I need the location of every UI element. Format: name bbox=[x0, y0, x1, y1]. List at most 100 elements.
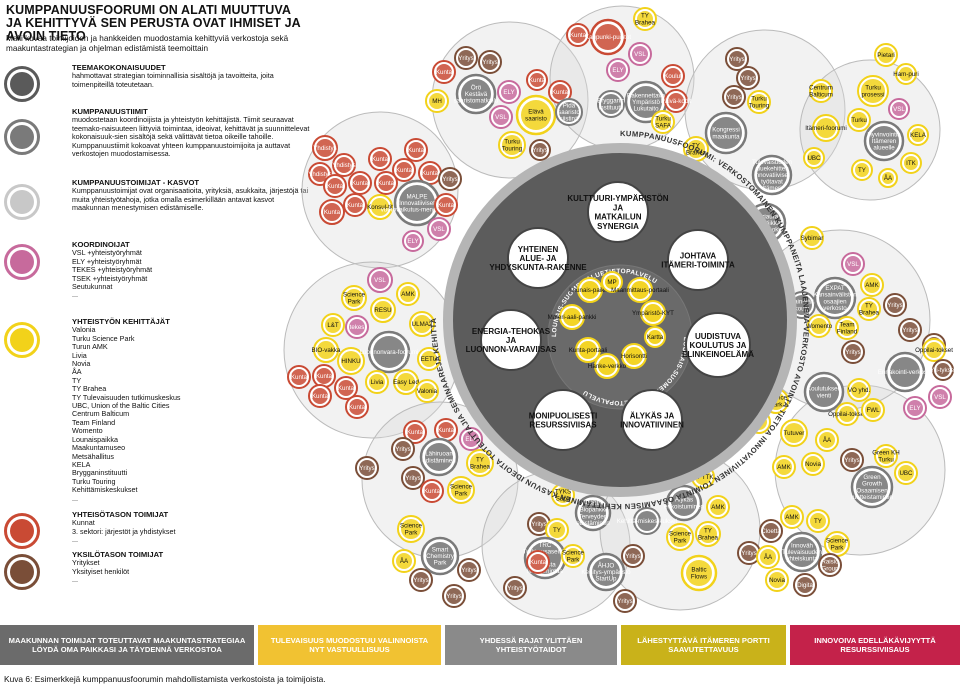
legend-line: Livia bbox=[72, 350, 87, 360]
bubble-fill bbox=[904, 156, 918, 170]
bubble-label: Yritys bbox=[845, 349, 860, 356]
bubble-fill bbox=[507, 580, 523, 596]
actor-bubble: Yritys bbox=[883, 293, 907, 317]
actor-bubble: Yritys bbox=[457, 558, 481, 582]
bubble-fill bbox=[601, 94, 621, 114]
actor-bubble: RESU bbox=[370, 297, 396, 323]
footer-box: LÄHESTYTTÄVÄ ITÄMEREN PORTTI SAAVUTETTAV… bbox=[621, 625, 786, 665]
bubble-fill bbox=[644, 304, 662, 322]
bubble-label: ITK bbox=[906, 160, 916, 167]
bubble-label: Yhdistys bbox=[308, 171, 331, 178]
actor-bubble: Ennakointi-verkosto bbox=[878, 351, 933, 393]
bubble-fill bbox=[740, 70, 756, 86]
actor-bubble: Kunta bbox=[368, 147, 392, 171]
legend-line: Novia bbox=[72, 359, 91, 369]
bubble-label: Kunta bbox=[407, 429, 424, 436]
bubble-fill bbox=[407, 424, 423, 440]
actor-bubble: Maanmittaus-portaali bbox=[611, 277, 669, 303]
actor-bubble: UBC bbox=[894, 461, 918, 485]
bubble-label: Oppilai-tokset bbox=[915, 347, 953, 354]
bubble-fill bbox=[882, 172, 894, 184]
bubble-label: Easy Led bbox=[393, 379, 419, 386]
actor-bubble: ÅA bbox=[392, 549, 416, 573]
bubble-fill bbox=[822, 557, 838, 573]
actor-bubble: Cloetta bbox=[759, 519, 783, 543]
actor-bubble: Kunta bbox=[334, 376, 358, 400]
actor-bubble: Yritys bbox=[621, 544, 645, 568]
bubble-label: Yritys bbox=[887, 302, 902, 309]
bubble-fill bbox=[760, 549, 776, 565]
bubble-fill bbox=[470, 453, 490, 473]
actor-bubble: MP bbox=[601, 271, 623, 293]
bubble-fill bbox=[413, 315, 431, 333]
actor-bubble: VSL bbox=[367, 267, 393, 293]
legend-line: muodostetaan koordinoijista ja yhteistyö… bbox=[72, 115, 310, 159]
bubble-fill bbox=[856, 471, 888, 503]
bubble-fill bbox=[405, 470, 421, 486]
page-intro: Malli kuvaa toimijoiden ja hankkeiden mu… bbox=[6, 34, 289, 53]
actor-bubble: Yhdistys bbox=[332, 153, 356, 177]
bubble-label: Kunta bbox=[327, 183, 344, 190]
bubble-fill bbox=[345, 289, 363, 307]
legend-line: ELY +yhteistyöryhmät bbox=[72, 256, 142, 266]
legend-swatch-icon bbox=[4, 554, 40, 590]
bubble-fill bbox=[461, 562, 477, 578]
bubble-fill bbox=[559, 102, 579, 122]
legend-line: TY Brahea bbox=[72, 384, 107, 394]
bubble-label: Kunta bbox=[312, 393, 329, 400]
bubble-label: Ympäristö-KYT bbox=[632, 310, 674, 317]
actor-bubble: Materi-aali-pankki bbox=[548, 304, 596, 330]
bubble-label: Kunta bbox=[372, 156, 389, 163]
bubble-fill bbox=[605, 275, 619, 289]
bubble-label: Yritys bbox=[726, 94, 741, 101]
bubble-fill bbox=[421, 351, 437, 367]
bubble-label: VSL bbox=[374, 277, 386, 284]
footer-box: YHDESSÄ RAJAT YLITTÄEN YHTEISTYÖTAIDOT bbox=[445, 625, 617, 665]
legend-line: UBC, Union of the Baltic Cities bbox=[72, 401, 170, 411]
legend-line: Turun AMK bbox=[72, 342, 108, 352]
bubble-fill bbox=[371, 198, 389, 216]
bubble-label: Kartta bbox=[647, 334, 664, 341]
bubble-fill bbox=[419, 383, 435, 399]
bubble-fill bbox=[436, 64, 452, 80]
bubble-fill bbox=[855, 163, 869, 177]
bubble-label: Kunta-portaali bbox=[569, 347, 608, 354]
legend-line: TEKES +yhteistyöryhmät bbox=[72, 265, 153, 275]
actor-bubble: Ham-puri bbox=[893, 63, 919, 85]
bubble-fill bbox=[805, 456, 821, 472]
bubble-fill bbox=[565, 548, 581, 564]
bubble-label: Oppilai-tokset bbox=[828, 411, 866, 418]
bubble-fill bbox=[580, 500, 606, 526]
actor-bubble: Valonia bbox=[415, 379, 439, 403]
legend-line: Lounaispaikka bbox=[72, 434, 118, 444]
bubble-label: Digita bbox=[797, 582, 813, 589]
bubble-fill bbox=[797, 577, 813, 593]
actor-bubble: UBC bbox=[803, 147, 825, 169]
actor-bubble: Kunta bbox=[432, 60, 456, 84]
bubble-label: Yritys bbox=[617, 598, 632, 605]
actor-bubble: ELY bbox=[903, 396, 927, 420]
bubble-label: UBC bbox=[899, 470, 913, 477]
bubble-fill bbox=[887, 297, 903, 313]
legend-line: hahmottavat strategian toiminnallisia si… bbox=[72, 71, 274, 89]
actor-bubble: Kunta bbox=[526, 69, 548, 91]
bubble-fill bbox=[839, 406, 855, 422]
